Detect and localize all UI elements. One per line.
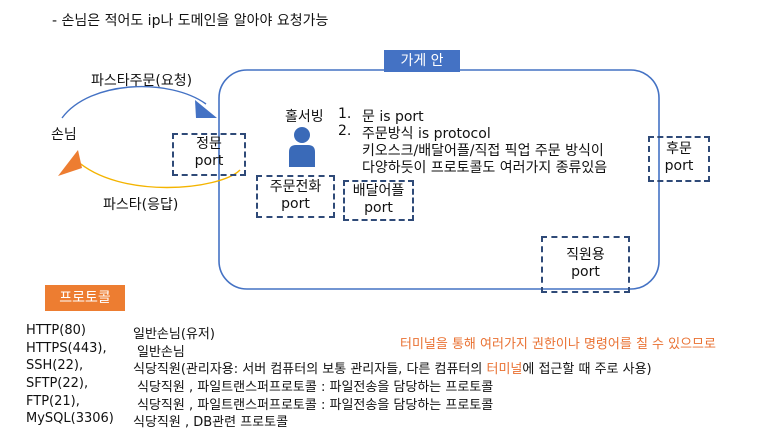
protocol-https: HTTPS(443),	[26, 341, 107, 356]
point-2-text: 주문방식 is protocol	[362, 126, 491, 142]
terminal-note: 터미널을 통해 여러가지 권한이나 명령어를 칠 수 있으므로	[400, 337, 716, 352]
delivery-app-port	[343, 180, 414, 221]
front-door-port	[172, 133, 246, 176]
protocol-https-desc: 일반손님	[137, 345, 185, 360]
request-arrowhead	[195, 100, 217, 118]
point-1-text: 문 is port	[362, 109, 424, 125]
protocol-sftp: SFTP(22),	[26, 376, 89, 391]
customer-label: 손님	[51, 127, 77, 143]
protocol-mysql: MySQL(3306)	[26, 411, 114, 426]
response-label: 파스타(응답)	[103, 197, 179, 213]
protocol-ftp: FTP(21),	[26, 394, 80, 409]
request-arrow	[61, 85, 207, 119]
phone-order-label: 주문전화 port	[269, 179, 322, 212]
front-door-label: 정문 port	[194, 136, 224, 169]
response-arrowhead	[58, 150, 82, 176]
protocol-sftp-desc: 식당직원 , 파일트랜스퍼프로토콜 : 파일전송을 담당하는 프로토콜	[137, 380, 494, 395]
protocol-ssh-desc: 식당직원(관리자용: 서버 컴퓨터의 보통 관리자들, 다른 컴퓨터의 터미널에…	[133, 362, 652, 377]
protocol-http-desc: 일반손님(유저)	[133, 327, 215, 342]
protocol-badge: 프로토콜	[45, 285, 125, 311]
terminal-highlight: 터미널	[486, 362, 523, 377]
point-2-num: 2.	[338, 123, 352, 139]
staff-label: 직원용 port	[566, 247, 605, 280]
protocol-ssh: SSH(22),	[26, 358, 84, 373]
protocol-mysql-desc: 식당직원 , DB관련 프로토콜	[133, 415, 289, 430]
response-arrow	[75, 159, 241, 189]
phone-order-port	[256, 175, 335, 218]
protocol-http: HTTP(80)	[26, 323, 86, 338]
store-title: 가게 안	[384, 50, 460, 72]
point-1-num: 1.	[338, 106, 352, 122]
detail-line-1: 키오스크/배달어플/직접 픽업 주문 방식이	[362, 143, 604, 159]
delivery-app-label: 배달어플 port	[352, 183, 405, 216]
staff-port	[541, 236, 630, 293]
hall-staff-label: 홀서빙	[285, 109, 324, 125]
detail-line-2: 다양하듯이 프로토콜도 여러가지 종류있음	[362, 160, 608, 176]
back-door-label: 후문 port	[664, 141, 694, 174]
top-note: - 손님은 적어도 ip나 도메인을 알아야 요청가능	[52, 13, 329, 29]
protocol-ftp-desc: 식당직원 , 파일트랜스퍼프로토콜 : 파일전송을 담당하는 프로토콜	[137, 398, 494, 413]
back-door-port	[648, 136, 710, 182]
request-label: 파스타주문(요청)	[91, 73, 193, 89]
